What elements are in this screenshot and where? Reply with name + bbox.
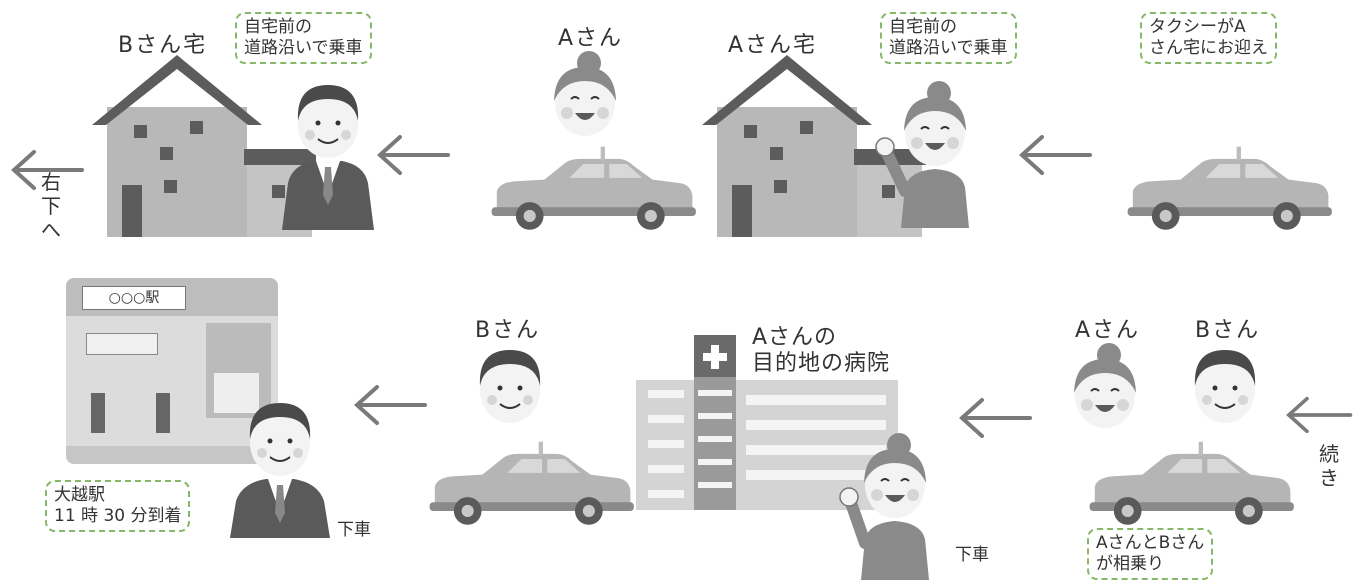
b-label-taxi: Bさん (475, 318, 541, 343)
woman-a-head-icon (1073, 342, 1137, 429)
b-pickup-note: 自宅前の道路沿いで乗車 (235, 12, 372, 64)
taxi-icon (491, 146, 696, 230)
b-label-shared: Bさん (1195, 318, 1261, 343)
a-pickup-note: 自宅前の道路沿いで乗車 (880, 12, 1017, 64)
arrow-left-icon (1020, 135, 1092, 175)
station-sign: ○○○駅 (82, 286, 186, 310)
a-alight-label: 下車 (955, 545, 989, 565)
b-house-label: Bさん宅 (118, 33, 208, 58)
arrow-left-icon (355, 385, 427, 425)
a-label-taxi: Aさん (558, 26, 624, 51)
taxi-empty-icon (1127, 146, 1332, 230)
arrow-left-icon (960, 398, 1032, 438)
arrow-left-icon (378, 135, 450, 175)
man-b-alighting-icon (230, 402, 330, 538)
turn-right-down-text: 右下へ (41, 170, 61, 242)
man-b-icon (282, 84, 374, 230)
continued-text: 続き (1319, 442, 1339, 490)
woman-a-head-icon (553, 50, 617, 137)
hospital-icon (636, 335, 898, 510)
taxi-shared-icon (1089, 441, 1294, 525)
man-b-head-icon (1193, 349, 1257, 424)
woman-a-pointing-icon (839, 432, 929, 580)
station-picture: ○○○駅 (66, 278, 278, 464)
hospital-label: Aさんの目的地の病院 (752, 325, 891, 376)
a-label-shared: Aさん (1075, 318, 1141, 343)
man-b-head-icon (478, 349, 542, 424)
arrow-left-icon (1287, 396, 1353, 434)
woman-a-waving-icon (875, 80, 969, 228)
taxi-with-b-icon (429, 441, 634, 525)
b-alight-label: 下車 (337, 520, 371, 540)
shared-ride-note: AさんとBさんが相乗り (1087, 528, 1214, 580)
a-house-label: Aさん宅 (728, 33, 818, 58)
